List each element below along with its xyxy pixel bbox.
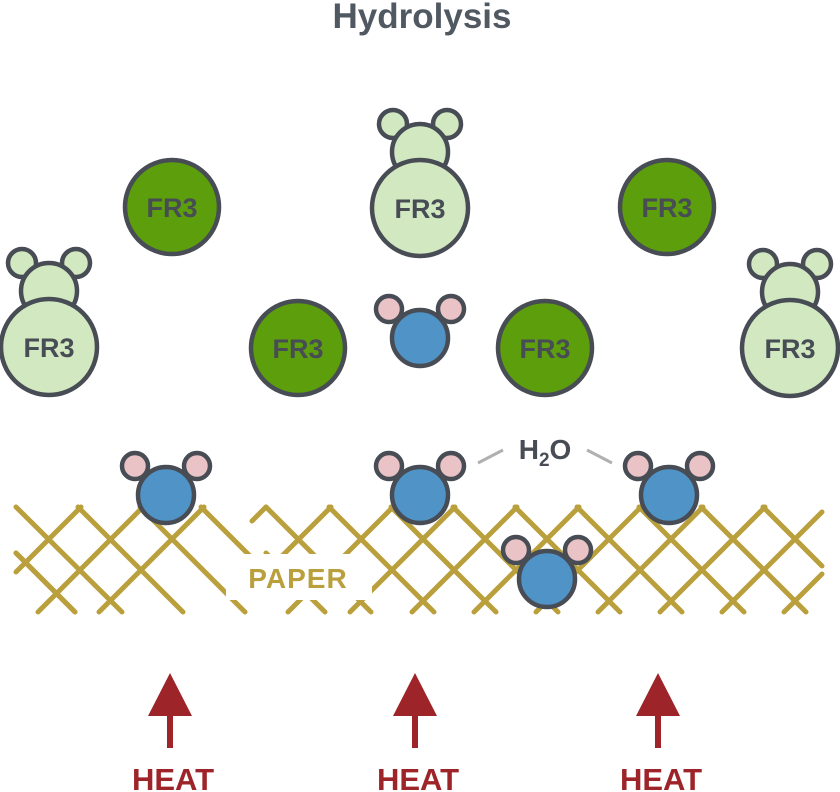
heat-label: HEAT (377, 762, 459, 792)
paper-fiber-strand (35, 504, 146, 615)
fr3-label: FR3 (394, 194, 445, 224)
fr3-body-circle (248, 298, 348, 398)
hydrolyzed-fr3-icon: FR3 (0, 246, 100, 398)
water-hydrogen-atom (435, 293, 467, 325)
fr3-molecule-icon: FR3 (122, 157, 222, 257)
water-oxygen-atom (516, 548, 578, 610)
heat-label: HEAT (620, 762, 702, 792)
paper-fiber-strand (249, 504, 269, 524)
paper-fiber-strand (13, 504, 84, 575)
heat-arrow-icon: HEAT (620, 673, 702, 792)
fr3-label: FR3 (641, 193, 692, 223)
fr3-body-circle (369, 157, 471, 259)
water-molecule-icon (500, 534, 594, 610)
water-leader-line-right (586, 448, 613, 465)
water-hydrogen-atom (435, 450, 467, 482)
water-hydrogen-atom (119, 450, 151, 482)
water-oxygen-atom (135, 464, 197, 526)
fr3-molecule-icon: FR3 (495, 298, 595, 398)
fr3-molecule-icon: FR3 (617, 157, 717, 257)
fr3-body-circle (0, 296, 100, 398)
paper-fiber-strand (198, 504, 255, 561)
water-hydrogen-atom (500, 534, 532, 566)
water-hydrogen-atom (373, 293, 405, 325)
water-molecule-icon (119, 450, 213, 526)
water-oxygen-atom (638, 464, 700, 526)
paper-fiber-strand (13, 504, 125, 615)
heat-arrow-shaft (655, 714, 661, 748)
water-oxygen-atom (389, 307, 451, 369)
paper-fiber-strand (388, 504, 499, 615)
heat-arrow-icon: HEAT (377, 673, 459, 792)
fr3-label: FR3 (519, 334, 570, 364)
fr3-label: FR3 (146, 193, 197, 223)
heat-arrow-head (636, 673, 680, 716)
diagram-title: Hydrolysis (333, 0, 512, 36)
heat-label: HEAT (132, 762, 214, 792)
paper-label-group: PAPER (226, 554, 372, 600)
paper-fiber-strand (781, 571, 825, 615)
heat-arrow-shaft (167, 714, 173, 748)
water-hydrogen-atom (373, 450, 405, 482)
paper-fiber-strand (595, 504, 706, 615)
water-molecule-icon (622, 450, 716, 526)
paper-fiber-strand (326, 504, 437, 615)
heat-arrow-icon: HEAT (132, 673, 214, 792)
paper-fiber-strand (574, 504, 685, 615)
hydrolyzed-fr3-icon: FR3 (739, 247, 840, 399)
paper-label-background (226, 554, 372, 600)
paper-fiber-strand (657, 504, 768, 615)
paper-fiber-strand (636, 504, 747, 615)
paper-label: PAPER (248, 563, 347, 594)
paper-fiber-strand (75, 504, 186, 615)
water-leader-line-left (477, 448, 504, 465)
water-hydrogen-atom (684, 450, 716, 482)
paper-fiber-strand (698, 504, 809, 615)
water-molecule-icon (373, 293, 467, 369)
heat-arrow-shaft (412, 714, 418, 748)
water-hydrogen-atom (562, 534, 594, 566)
fr3-molecule-icon: FR3 (248, 298, 348, 398)
fr3-body-circle (495, 298, 595, 398)
water-molecule-icon (373, 450, 467, 526)
heat-arrow-head (148, 673, 192, 716)
water-label-o: O (550, 434, 572, 465)
fr3-label: FR3 (764, 334, 815, 364)
paper-fiber-strand (760, 504, 825, 569)
fr3-body-circle (739, 297, 840, 399)
fr3-body-circle (122, 157, 222, 257)
heat-arrow-layer: HEAT HEAT HEAT (132, 673, 702, 792)
water-label-h: H (519, 434, 539, 465)
paper-fiber-strand (719, 509, 825, 615)
fr3-label: FR3 (272, 334, 323, 364)
water-label-subscript: 2 (539, 450, 550, 471)
paper-fiber-strand (409, 504, 520, 615)
water-label: H2O (519, 434, 572, 471)
water-hydrogen-atom (622, 450, 654, 482)
water-hydrogen-atom (181, 450, 213, 482)
hydrolyzed-fr3-icon: FR3 (369, 107, 471, 259)
water-oxygen-atom (389, 464, 451, 526)
fr3-body-circle (617, 157, 717, 257)
fr3-label: FR3 (23, 333, 74, 363)
heat-arrow-head (393, 673, 437, 716)
paper-fiber-strand (96, 504, 207, 615)
